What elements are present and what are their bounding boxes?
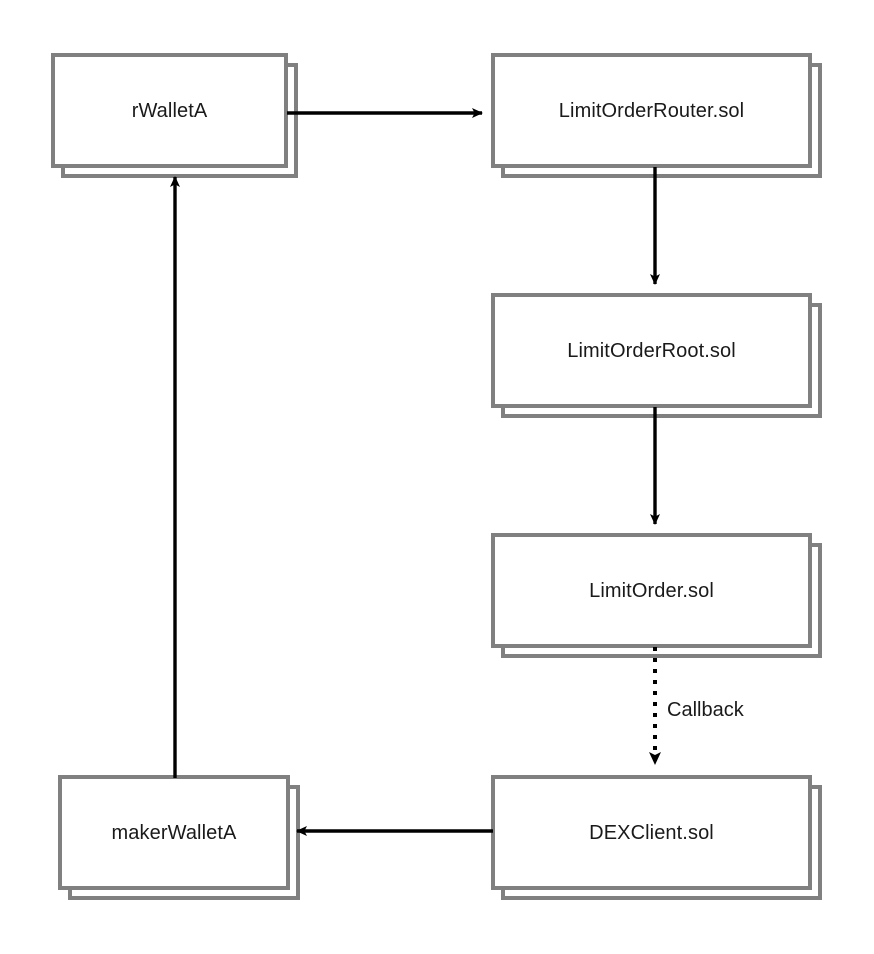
node-limit-order-root[interactable]: LimitOrderRoot.sol	[491, 293, 822, 418]
node-limit-order[interactable]: LimitOrder.sol	[491, 533, 822, 658]
node-maker-wallet-a[interactable]: makerWalletA	[58, 775, 300, 900]
node-body: rWalletA	[51, 53, 288, 168]
node-rwallet-a[interactable]: rWalletA	[51, 53, 298, 178]
node-label-limit-order-router: LimitOrderRouter.sol	[558, 99, 745, 122]
edge-router-to-root	[650, 167, 660, 285]
node-dex-client[interactable]: DEXClient.sol	[491, 775, 822, 900]
node-body: LimitOrderRoot.sol	[491, 293, 812, 408]
node-body: DEXClient.sol	[491, 775, 812, 890]
edge-dexclient-to-makerwallet	[296, 826, 493, 836]
edge-makerwallet-to-rwallet	[170, 176, 180, 778]
edge-root-to-limitorder	[650, 407, 660, 525]
node-body: LimitOrderRouter.sol	[491, 53, 812, 168]
edge-limitorder-to-dexclient	[649, 647, 661, 765]
node-label-limit-order: LimitOrder.sol	[589, 579, 714, 602]
node-label-maker-wallet-a: makerWalletA	[111, 821, 237, 844]
node-body: LimitOrder.sol	[491, 533, 812, 648]
edge-rwallet-to-router	[287, 108, 483, 118]
node-body: makerWalletA	[58, 775, 290, 890]
node-label-limit-order-root: LimitOrderRoot.sol	[567, 339, 736, 362]
edge-label-callback: Callback	[667, 699, 744, 721]
node-label-dex-client: DEXClient.sol	[589, 821, 714, 844]
node-limit-order-router[interactable]: LimitOrderRouter.sol	[491, 53, 822, 178]
node-label-rwallet-a: rWalletA	[131, 99, 208, 122]
